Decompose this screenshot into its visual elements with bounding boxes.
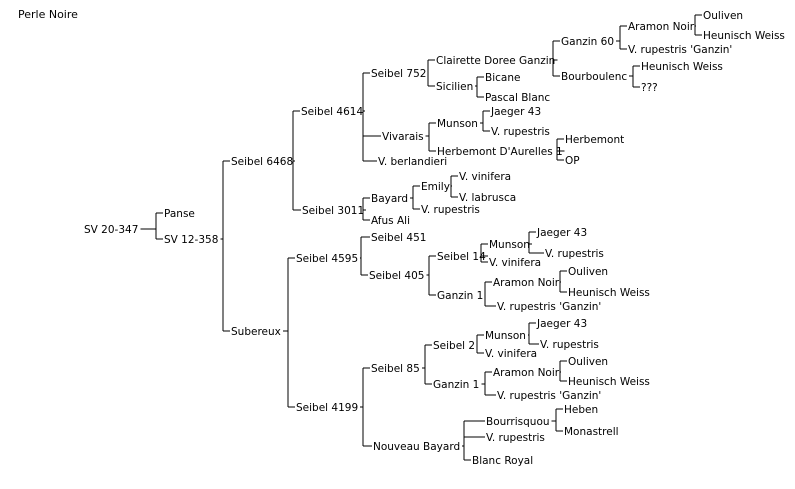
- node-subereux: Subereux: [231, 326, 281, 338]
- node-seibel-14: Seibel 14: [437, 251, 486, 263]
- node-v-vinifera: V. vinifera: [459, 171, 511, 183]
- node-herbemont: Herbemont: [565, 134, 624, 146]
- node-v-rupestris: V. rupestris: [491, 126, 550, 138]
- node-seibel-4614: Seibel 4614: [301, 106, 363, 118]
- node-ouliven: Ouliven: [703, 10, 743, 22]
- node-seibel-4199: Seibel 4199: [296, 402, 358, 414]
- node-v-rupestris: V. rupestris: [486, 432, 545, 444]
- node-afus-ali: Afus Ali: [371, 215, 410, 227]
- node-bourrisquou: Bourrisquou: [486, 416, 550, 428]
- node-heben: Heben: [564, 404, 598, 416]
- node-aramon-noir: Aramon Noir: [628, 21, 695, 33]
- node-bourboulenc: Bourboulenc: [561, 71, 627, 83]
- node-seibel-451: Seibel 451: [371, 232, 426, 244]
- node-clairette-doree-ganzin: Clairette Doree Ganzin: [436, 55, 555, 67]
- node-v-rupestris-ganzin: V. rupestris 'Ganzin': [497, 301, 601, 313]
- node-panse: Panse: [164, 208, 195, 220]
- node-seibel-85: Seibel 85: [371, 363, 420, 375]
- node-monastrell: Monastrell: [564, 426, 619, 438]
- node-sv-12-358: SV 12-358: [164, 234, 218, 246]
- node-aramon-noir: Aramon Noir: [493, 277, 560, 289]
- node-v-vinifera: V. vinifera: [489, 257, 541, 269]
- node-seibel-3011: Seibel 3011: [302, 205, 364, 217]
- node-heunisch-weiss: Heunisch Weiss: [641, 61, 723, 73]
- node-v-rupestris-ganzin: V. rupestris 'Ganzin': [497, 390, 601, 402]
- node-bicane: Bicane: [485, 72, 520, 84]
- node-v-rupestris-ganzin: V. rupestris 'Ganzin': [628, 44, 732, 56]
- node-v-labrusca: V. labrusca: [459, 192, 516, 204]
- node-op: OP: [565, 155, 580, 167]
- node-emily: Emily: [421, 181, 450, 193]
- node-munson: Munson: [437, 118, 478, 130]
- node-heunisch-weiss: Heunisch Weiss: [568, 376, 650, 388]
- node-nouveau-bayard: Nouveau Bayard: [373, 441, 460, 453]
- node-jaeger-43: Jaeger 43: [536, 318, 587, 330]
- node-v-rupestris: V. rupestris: [421, 204, 480, 216]
- node-v-rupestris: V. rupestris: [540, 339, 599, 351]
- node-jaeger-43: Jaeger 43: [490, 106, 541, 118]
- node-blanc-royal: Blanc Royal: [472, 455, 533, 467]
- node-heunisch-weiss: Heunisch Weiss: [703, 30, 785, 42]
- node-munson: Munson: [485, 330, 526, 342]
- node-aramon-noir: Aramon Noir: [493, 367, 560, 379]
- node-heunisch-weiss: Heunisch Weiss: [568, 287, 650, 299]
- node-v-rupestris: V. rupestris: [545, 248, 604, 260]
- node-vivarais: Vivarais: [382, 131, 424, 143]
- node-seibel-4595: Seibel 4595: [296, 253, 358, 265]
- node-jaeger-43: Jaeger 43: [536, 227, 587, 239]
- node-unknown: ???: [641, 82, 658, 94]
- node-v-vinifera: V. vinifera: [485, 348, 537, 360]
- node-seibel-405: Seibel 405: [369, 270, 424, 282]
- node-ouliven: Ouliven: [568, 356, 608, 368]
- diagram-title: Perle Noire: [18, 8, 78, 21]
- node-ganzin-1: Ganzin 1: [437, 290, 483, 302]
- node-ouliven: Ouliven: [568, 266, 608, 278]
- node-herbemont-d-aurelles-1: Herbemont D'Aurelles 1: [437, 146, 563, 158]
- node-seibel-752: Seibel 752: [371, 68, 426, 80]
- node-sv-20-347: SV 20-347: [84, 224, 138, 236]
- node-bayard: Bayard: [371, 193, 408, 205]
- node-v-berlandieri: V. berlandieri: [378, 156, 447, 168]
- node-ganzin-60: Ganzin 60: [561, 36, 614, 48]
- node-pascal-blanc: Pascal Blanc: [485, 92, 550, 104]
- connector-lines: [140, 14, 702, 461]
- node-sicilien: Sicilien: [436, 81, 473, 93]
- node-munson: Munson: [489, 239, 530, 251]
- node-seibel-6468: Seibel 6468: [231, 156, 293, 168]
- node-seibel-2: Seibel 2: [433, 340, 475, 352]
- node-ganzin-1: Ganzin 1: [433, 379, 479, 391]
